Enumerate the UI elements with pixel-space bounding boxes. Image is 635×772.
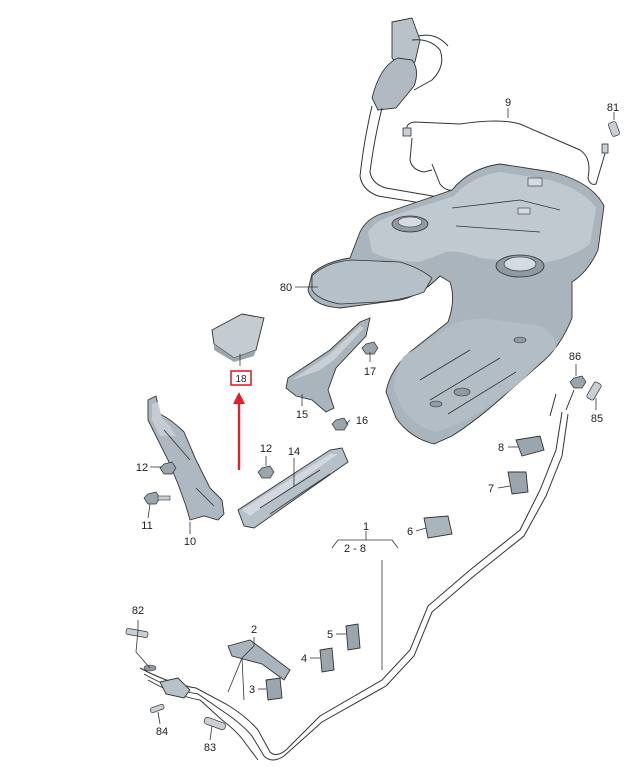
label-7[interactable]: 7: [488, 483, 494, 495]
label-86[interactable]: 86: [569, 351, 581, 363]
stone-guard-10: [147, 395, 225, 521]
label-18[interactable]: 18: [235, 374, 247, 385]
fuel-tank: [307, 163, 605, 445]
filler-neck: [359, 17, 449, 207]
label-85[interactable]: 85: [591, 413, 603, 425]
highlight-18: [230, 370, 252, 470]
label-15[interactable]: 15: [296, 409, 308, 421]
heat-shield-14: [237, 447, 349, 529]
part-labels: 1 2 - 8 2 3 4 5 6 7 8 9 10 11 12 12 14 1…: [132, 97, 619, 754]
label-9[interactable]: 9: [505, 97, 511, 109]
label-84[interactable]: 84: [156, 726, 168, 738]
label-10[interactable]: 10: [184, 536, 196, 548]
highlight-arrow-head: [233, 392, 245, 404]
fuel-lines: [139, 389, 575, 761]
label-16[interactable]: 16: [356, 415, 368, 427]
label-4[interactable]: 4: [301, 653, 307, 665]
label-14[interactable]: 14: [288, 446, 300, 458]
label-81[interactable]: 81: [607, 102, 619, 114]
label-5[interactable]: 5: [327, 629, 333, 641]
label-12-left[interactable]: 12: [136, 462, 148, 474]
label-83[interactable]: 83: [204, 742, 216, 754]
label-2[interactable]: 2: [251, 624, 257, 636]
label-11[interactable]: 11: [141, 520, 152, 532]
label-3[interactable]: 3: [249, 684, 255, 696]
label-8[interactable]: 8: [498, 442, 504, 454]
label-1[interactable]: 1: [363, 521, 369, 533]
label-6[interactable]: 6: [407, 526, 413, 538]
pad-18: [211, 313, 265, 362]
bracket-15: [285, 317, 371, 413]
fasteners: [125, 121, 620, 731]
breather-line-9: [402, 120, 609, 191]
label-12-mid[interactable]: 12: [260, 443, 272, 455]
label-17[interactable]: 17: [364, 366, 376, 378]
highlight-box: [230, 370, 252, 386]
label-82[interactable]: 82: [132, 605, 144, 617]
leader-lines: [135, 108, 615, 741]
label-80[interactable]: 80: [280, 282, 292, 294]
label-1-range: 2 - 8: [344, 543, 366, 555]
